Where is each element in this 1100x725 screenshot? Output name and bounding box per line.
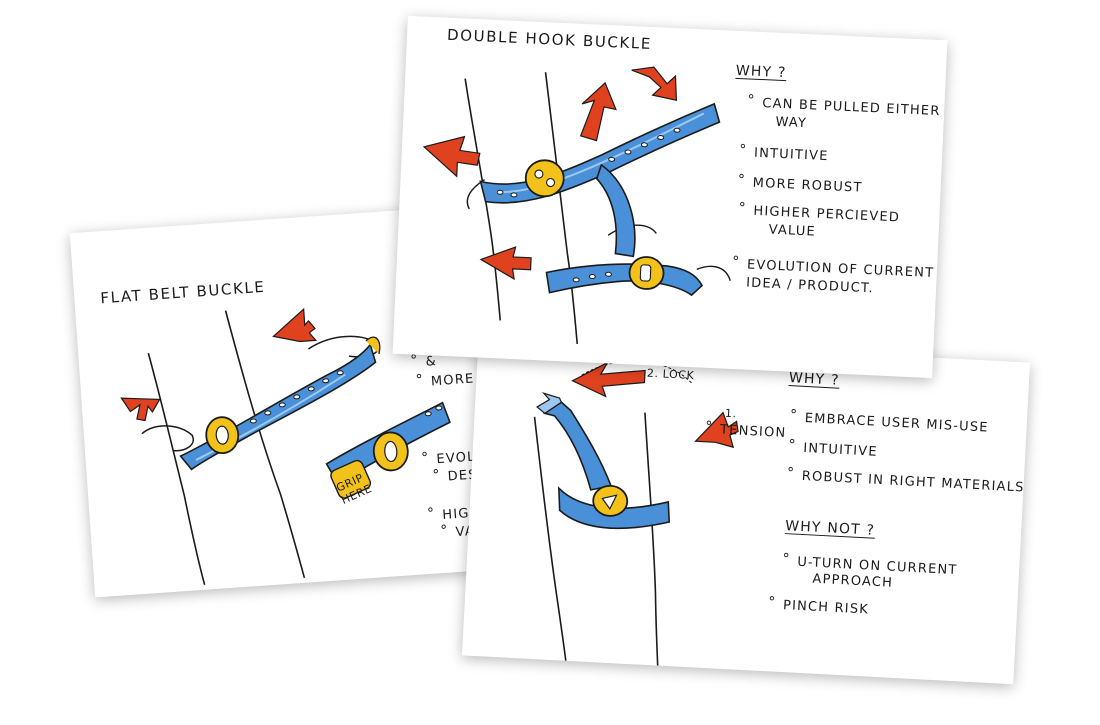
double-hook-buckle — [524, 159, 565, 198]
pull-arrow-left — [479, 246, 532, 281]
buckle-slot — [215, 425, 229, 445]
hand-outline — [141, 425, 194, 452]
strap-holes — [424, 405, 443, 417]
strap-holes — [496, 127, 681, 198]
strap-twisted-tail — [542, 401, 613, 491]
twist-buckle-sketch — [533, 360, 739, 666]
double-hook-sketch — [422, 66, 731, 345]
grip-tab — [330, 459, 372, 499]
hand-outline — [607, 224, 657, 236]
strap-tip — [365, 336, 381, 355]
strap — [479, 102, 721, 204]
why-heading: Why ? — [735, 62, 787, 82]
sketch-card-flat-belt-buckle: Flat Belt Buckle Grip Here & More Evolut… — [69, 203, 521, 598]
strap-highlight — [495, 112, 705, 194]
hook-hole — [545, 178, 556, 188]
why-bullet: Intuitive — [754, 146, 829, 166]
wrist-outline — [544, 72, 579, 345]
hand-outline — [696, 265, 731, 282]
lock-step-label: 2. Lock — [646, 366, 695, 383]
buckle-slot — [601, 494, 618, 511]
strap-holes — [249, 370, 344, 424]
wrist-outline — [533, 416, 567, 661]
sketch-card-double-hook-buckle: Double Hook Buckle Why ? Can be pulled e… — [392, 15, 948, 379]
lock-arrow — [571, 361, 646, 398]
flat-buckle-sketch — [120, 307, 451, 585]
buckle-slot — [384, 440, 398, 463]
hook-slot — [639, 264, 652, 282]
strap-holes — [572, 271, 612, 283]
tension-step-number: 1. — [724, 406, 738, 421]
wrist-outline — [644, 412, 659, 666]
hook-hole — [534, 169, 544, 179]
pull-arrow-left — [422, 135, 481, 178]
pull-arrow-up — [272, 307, 318, 343]
pull-arrow-up — [579, 81, 617, 142]
wrist-outline — [464, 78, 502, 321]
wrist-outline — [224, 310, 306, 578]
partial-line: & — [425, 354, 437, 371]
partial-line: More — [431, 371, 476, 390]
strap-loop — [595, 163, 636, 258]
pull-arrow-left — [120, 397, 161, 422]
tension-step-label: Tension — [720, 423, 787, 443]
strap-tail-end — [536, 392, 563, 415]
sketch-card-twist-buckle: 2. Lock 1. Tension Why ? Embrace user mi… — [461, 333, 1031, 685]
why-bullet-continuation: Value — [768, 222, 817, 240]
why-bullet-continuation: way — [775, 114, 808, 132]
wrist-outline — [147, 352, 206, 585]
flip-arrow — [631, 66, 678, 101]
